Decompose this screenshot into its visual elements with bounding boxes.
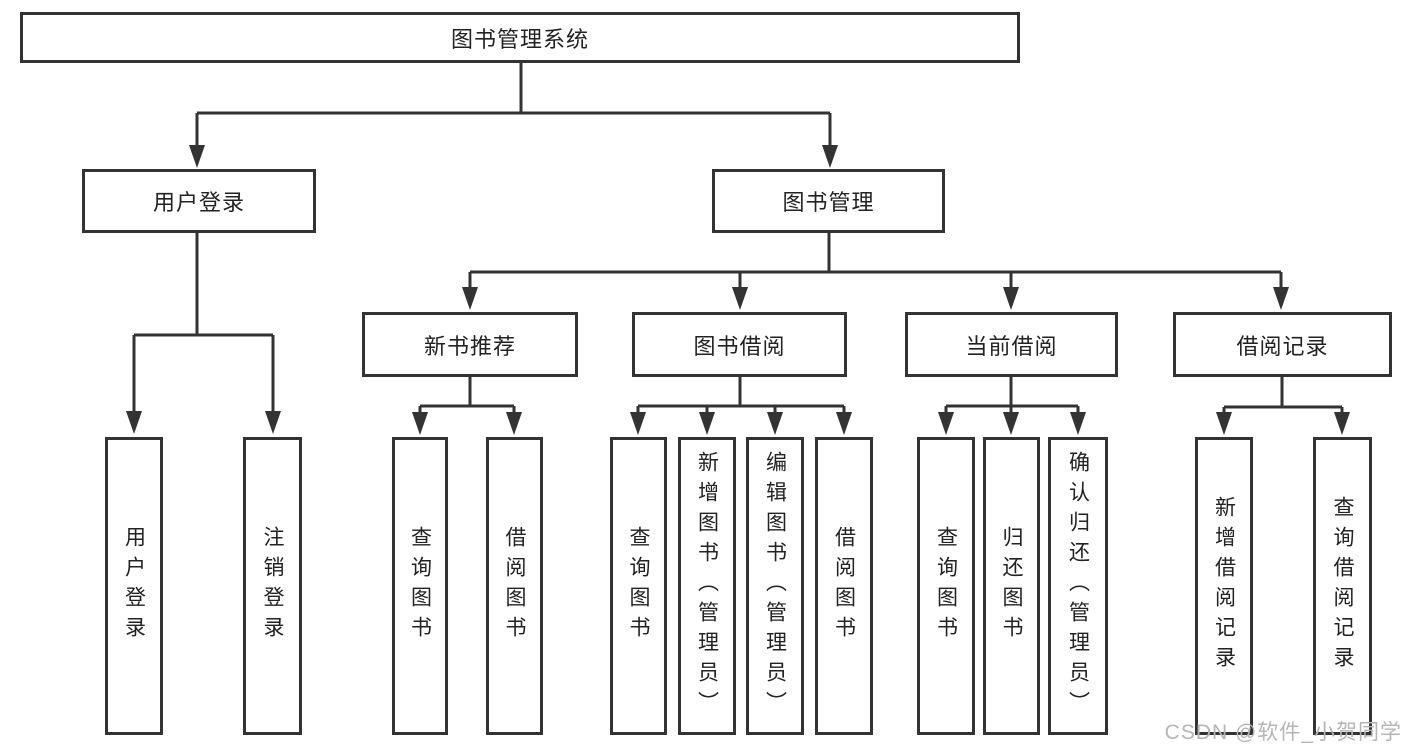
csdn-watermark: CSDN @软件_小贺同学	[1164, 721, 1402, 744]
leaf-borrow-books: 借阅图书	[815, 437, 873, 735]
leaf-edit-books-admin: 编辑图书（管理员）	[746, 437, 804, 735]
leaf-borrow-query-books-label: 查询图书	[627, 526, 650, 646]
leaf-current-query-books: 查询图书	[917, 437, 975, 735]
leaf-user-login: 用户登录	[105, 437, 163, 735]
node-book-borrow: 图书借阅	[632, 312, 847, 377]
node-root-system: 图书管理系统	[20, 12, 1020, 63]
leaf-add-borrow-record-label: 新增借阅记录	[1212, 496, 1236, 676]
leaf-borrow-query-books: 查询图书	[610, 437, 667, 735]
node-user-login: 用户登录	[82, 169, 316, 233]
leaf-newbook-borrow-books: 借阅图书	[486, 437, 543, 735]
leaf-newbook-borrow-books-label: 借阅图书	[503, 526, 526, 646]
leaf-logout-login-label: 注销登录	[261, 526, 284, 646]
leaf-add-books-admin: 新增图书（管理员）	[678, 437, 736, 735]
leaf-return-books: 归还图书	[983, 437, 1040, 735]
node-borrow-records: 借阅记录	[1173, 312, 1392, 377]
node-new-book-recommend: 新书推荐	[362, 312, 578, 377]
leaf-confirm-return-admin-label: 确认归还（管理员）	[1066, 451, 1090, 721]
leaf-current-query-books-label: 查询图书	[934, 526, 958, 646]
leaf-add-books-admin-label: 新增图书（管理员）	[695, 451, 719, 721]
leaf-return-books-label: 归还图书	[1000, 526, 1023, 646]
leaf-newbook-query-books-label: 查询图书	[408, 526, 432, 646]
node-book-management: 图书管理	[712, 169, 945, 233]
leaf-newbook-query-books: 查询图书	[392, 437, 448, 735]
leaf-query-borrow-record-label: 查询借阅记录	[1331, 496, 1354, 676]
leaf-borrow-books-label: 借阅图书	[832, 526, 856, 646]
leaf-user-login-label: 用户登录	[122, 526, 146, 646]
leaf-logout-login: 注销登录	[243, 437, 302, 735]
leaf-confirm-return-admin: 确认归还（管理员）	[1048, 437, 1108, 735]
leaf-query-borrow-record: 查询借阅记录	[1313, 437, 1372, 735]
node-current-borrow: 当前借阅	[905, 312, 1118, 377]
leaf-add-borrow-record: 新增借阅记录	[1195, 437, 1253, 735]
leaf-edit-books-admin-label: 编辑图书（管理员）	[763, 451, 787, 721]
